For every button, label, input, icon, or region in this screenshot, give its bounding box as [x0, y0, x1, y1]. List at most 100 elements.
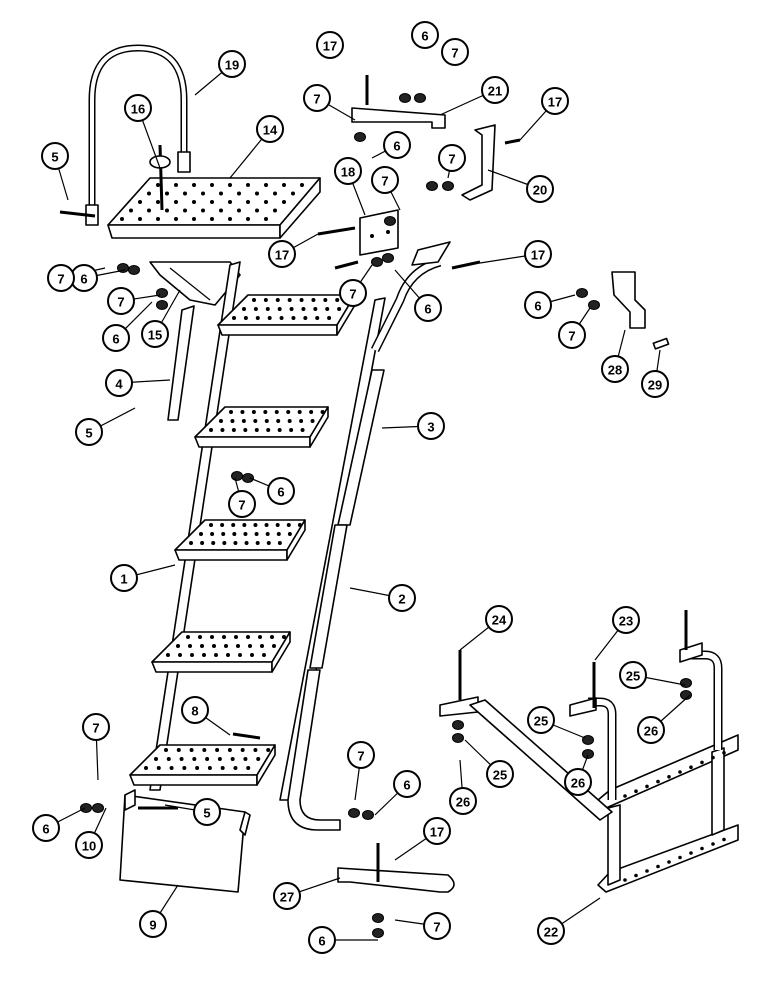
callout-27: 27 [273, 882, 301, 910]
knob-16 [149, 155, 171, 169]
nut-washer [452, 733, 464, 743]
callout-label: 23 [619, 614, 633, 629]
nut-washer [426, 181, 438, 191]
callout-22: 22 [537, 917, 565, 945]
callout-label: 6 [318, 934, 325, 949]
callout-label: 7 [568, 329, 575, 344]
nut-washer [372, 928, 384, 938]
callout-6: 6 [102, 324, 130, 352]
callout-label: 1 [120, 572, 127, 587]
callout-label: 7 [349, 287, 356, 302]
bolt-29 [652, 337, 670, 350]
support-bracket-15 [149, 261, 241, 306]
bolt [317, 226, 356, 236]
callout-28: 28 [601, 355, 629, 383]
callout-label: 7 [57, 272, 64, 287]
bolt [504, 138, 521, 145]
callout-label: 6 [393, 139, 400, 154]
side-tube-2 [287, 524, 348, 831]
callout-7: 7 [339, 279, 367, 307]
bracket-top-right [411, 241, 451, 266]
callout-15: 15 [141, 320, 169, 348]
callout-label: 6 [42, 822, 49, 837]
bolt [158, 144, 164, 211]
callout-label: 7 [238, 498, 245, 513]
callout-label: 7 [357, 749, 364, 764]
ladder-step [194, 406, 329, 448]
callout-label: 17 [323, 39, 337, 54]
callout-label: 7 [92, 721, 99, 736]
callout-23: 23 [612, 606, 640, 634]
callout-6: 6 [383, 131, 411, 159]
callout-7: 7 [82, 713, 110, 741]
callout-9: 9 [139, 910, 167, 938]
callout-14: 14 [256, 115, 284, 143]
nut-washer [582, 749, 594, 759]
callout-7: 7 [423, 912, 451, 940]
callout-label: 7 [117, 295, 124, 310]
bracket-20 [461, 124, 496, 201]
nut-washer [414, 93, 426, 103]
bracket-27 [337, 867, 455, 893]
callout-7: 7 [107, 287, 135, 315]
nut-washer [442, 181, 454, 191]
callout-7: 7 [371, 166, 399, 194]
callout-label: 7 [433, 920, 440, 935]
callout-label: 29 [648, 378, 662, 393]
callout-17: 17 [541, 87, 569, 115]
callout-label: 5 [51, 150, 58, 165]
callout-5: 5 [75, 418, 103, 446]
callout-26: 26 [564, 768, 592, 796]
callout-label: 17 [531, 248, 545, 263]
ladder-steps [129, 294, 356, 786]
callout-label: 17 [548, 95, 562, 110]
callout-label: 8 [191, 704, 198, 719]
bolt [232, 732, 261, 740]
ladder-step [217, 294, 356, 336]
callout-label: 6 [112, 332, 119, 347]
callout-19: 19 [218, 50, 246, 78]
callout-6: 6 [308, 926, 336, 954]
callout-10: 10 [75, 831, 103, 859]
callout-label: 6 [80, 272, 87, 287]
nut-washer [92, 803, 104, 813]
bolt [334, 260, 359, 270]
callout-6: 6 [524, 291, 552, 319]
nut-washer [231, 471, 243, 481]
callout-6: 6 [414, 294, 442, 322]
callout-label: 16 [131, 102, 145, 117]
callout-17: 17 [423, 817, 451, 845]
callout-label: 7 [313, 92, 320, 107]
callout-label: 26 [456, 795, 470, 810]
callout-26: 26 [449, 787, 477, 815]
bolt [59, 210, 96, 218]
nut-washer [576, 288, 588, 298]
callout-label: 15 [148, 328, 162, 343]
callout-label: 25 [626, 669, 640, 684]
callout-label: 2 [398, 592, 405, 607]
callout-1: 1 [110, 564, 138, 592]
callout-label: 6 [421, 29, 428, 44]
callout-label: 7 [381, 174, 388, 189]
nut-washer [582, 735, 594, 745]
callout-17: 17 [524, 240, 552, 268]
callout-label: 24 [492, 613, 507, 628]
callout-4: 4 [105, 369, 133, 397]
nut-washer [452, 720, 464, 730]
bracket-28 [611, 271, 646, 329]
callout-label: 10 [82, 839, 96, 854]
callout-18: 18 [334, 157, 362, 185]
callout-label: 5 [203, 806, 210, 821]
bolt [451, 260, 481, 270]
callout-label: 9 [149, 918, 156, 933]
callout-7: 7 [558, 321, 586, 349]
nut-washer [362, 810, 374, 820]
nut-washer [242, 473, 254, 483]
callout-label: 19 [225, 58, 239, 73]
callout-label: 28 [608, 363, 622, 378]
nut-washer [680, 678, 692, 688]
callout-label: 22 [544, 925, 558, 940]
callout-6: 6 [393, 770, 421, 798]
